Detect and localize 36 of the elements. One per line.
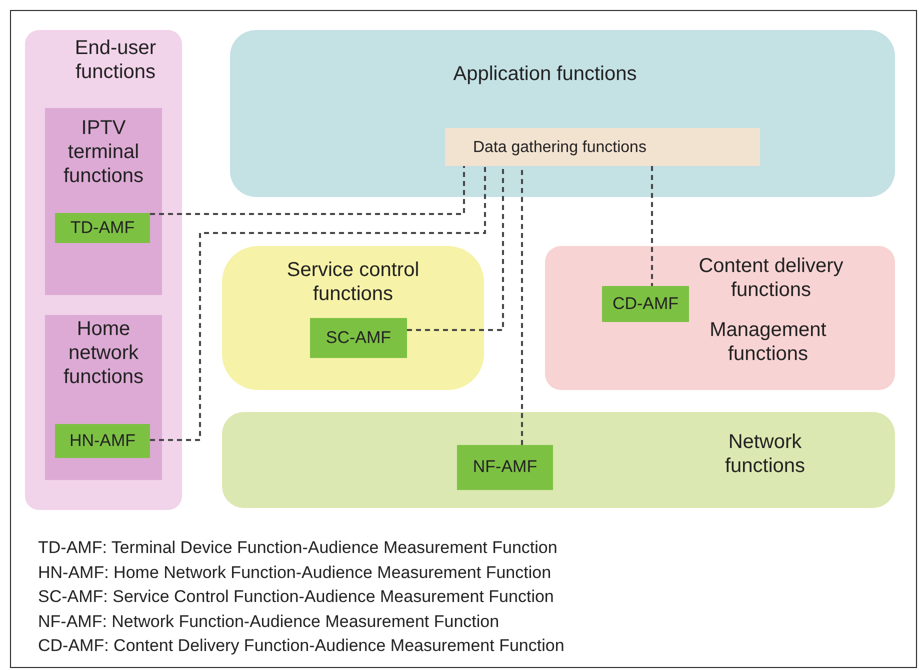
function-bar	[445, 128, 760, 166]
function-label: TD-AMF	[69, 218, 136, 238]
heading: End-user functions	[74, 36, 158, 84]
abbreviation-note: NF-AMF: Network Function-Audience Measurement Function	[38, 612, 500, 632]
connector-line	[150, 166, 465, 215]
abbreviation-note: CD-AMF: Content Delivery Function-Audience Measurement Function	[38, 636, 564, 656]
function-panel	[45, 315, 162, 480]
connector-line	[407, 166, 504, 331]
measurement-function-box	[602, 286, 689, 322]
function-label: HN-AMF	[68, 430, 137, 452]
function-label: NF-AMF	[472, 457, 538, 478]
heading: Management functions	[708, 318, 828, 366]
domain-panel	[222, 412, 895, 508]
heading: IPTV terminal functions	[62, 116, 145, 188]
function-label: SC-AMF	[324, 328, 392, 348]
measurement-function-box	[55, 213, 150, 243]
connector-line	[150, 166, 486, 441]
heading: Network functions	[724, 430, 806, 478]
domain-panel	[230, 30, 895, 197]
heading: Home network functions	[62, 317, 145, 389]
abbreviation-note: TD-AMF: Terminal Device Function-Audience Measurement Function	[38, 538, 558, 558]
domain-panel	[222, 246, 484, 390]
measurement-function-box	[310, 318, 407, 358]
connector-line	[651, 166, 653, 286]
function-label: CD-AMF	[611, 294, 680, 314]
heading: Content delivery functions	[698, 254, 844, 302]
function-panel	[45, 108, 162, 295]
domain-panel	[25, 30, 182, 510]
heading: Data gathering functions	[473, 138, 648, 158]
abbreviation-note: HN-AMF: Home Network Function-Audience Measurement Function	[38, 562, 552, 582]
heading: Application functions	[452, 62, 638, 86]
domain-panel	[545, 246, 895, 390]
abbreviation-note: SC-AMF: Service Control Function-Audience Measurement Function	[38, 587, 554, 607]
heading: Service control functions	[286, 258, 420, 306]
measurement-function-box	[55, 424, 150, 458]
measurement-function-box	[457, 445, 553, 490]
